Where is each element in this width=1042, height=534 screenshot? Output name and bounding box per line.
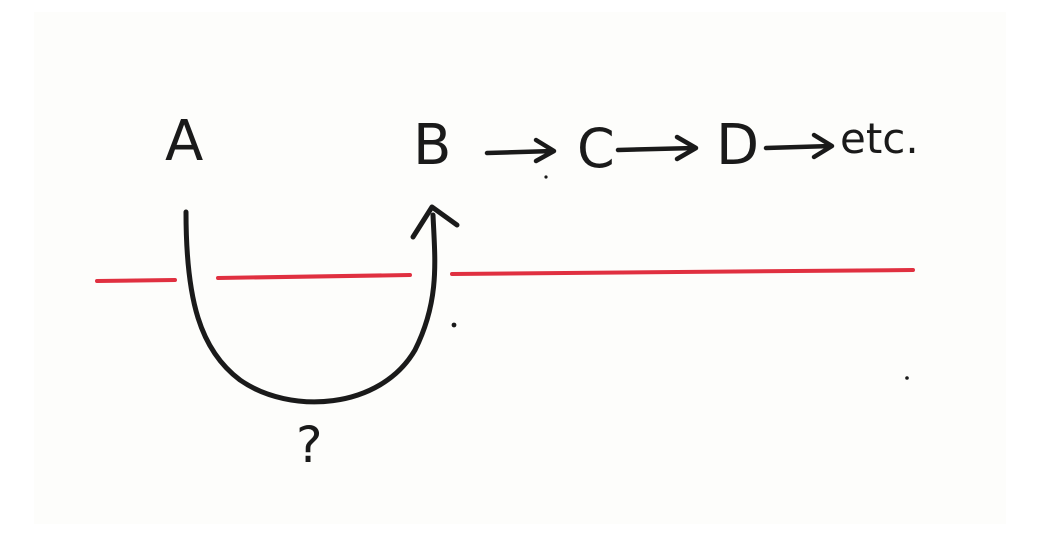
- node-d-label: D: [716, 113, 760, 178]
- red-line-middle-segment: [216, 273, 412, 280]
- node-c-label: C: [577, 117, 615, 180]
- red-line-left-segment: [95, 278, 177, 283]
- stray-dot: [544, 175, 548, 179]
- arrow-c-to-d-head: [674, 134, 699, 162]
- red-line-right-segment: [450, 268, 915, 276]
- etc-label: etc.: [840, 114, 919, 163]
- stray-dot: [905, 376, 909, 380]
- arrow-b-to-c-shaft: [484, 148, 556, 156]
- arc-a-to-b: [183, 209, 438, 405]
- arc-arrowhead: [410, 204, 460, 240]
- stray-dot: [451, 322, 457, 328]
- paper-sheet: [34, 12, 1006, 524]
- arrow-b-to-c-head: [533, 137, 557, 164]
- node-b-label: B: [413, 113, 452, 178]
- arrow-d-to-etc-shaft: [763, 143, 834, 151]
- question-mark-label: ?: [296, 416, 323, 474]
- node-a-label: A: [165, 109, 204, 174]
- arrow-c-to-d-shaft: [615, 145, 698, 153]
- arrow-d-to-etc-head: [811, 132, 835, 160]
